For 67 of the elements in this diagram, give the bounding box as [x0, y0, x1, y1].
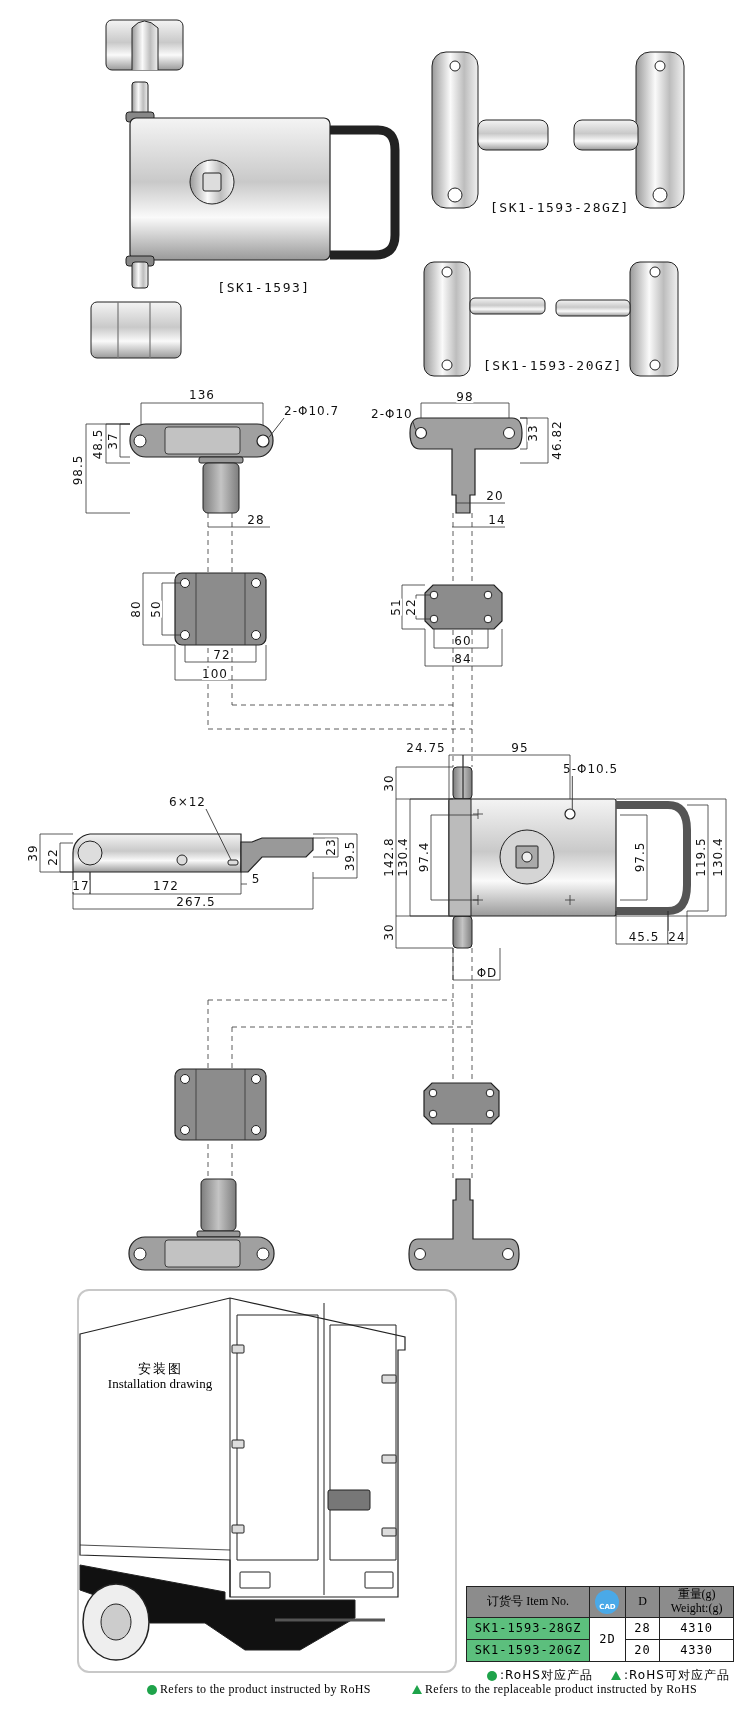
- mounting-hole: [414, 426, 428, 440]
- table-cell: D: [625, 1586, 660, 1618]
- dimension-text: 97.5: [634, 841, 646, 873]
- dimension-text: 72: [213, 649, 231, 661]
- callout-text: 5-Φ10.5: [563, 763, 619, 775]
- legend-text: Refers to the replaceable product instructed by RoHS: [425, 1683, 697, 1695]
- dimension-text: 22: [405, 598, 417, 616]
- slot: [227, 859, 239, 866]
- dimension-text: 60: [454, 635, 472, 647]
- dimension-text: 142.8: [383, 837, 395, 877]
- callout-text: 2-Φ10: [371, 408, 413, 420]
- mounting-hole: [256, 434, 270, 448]
- dimension-text: 95: [511, 742, 529, 754]
- product-caption: [SK1-1593-28GZ]: [490, 200, 630, 214]
- panel-title: 安装图: [136, 1362, 184, 1375]
- dimension-text: 24.75: [406, 742, 446, 754]
- table-cell: 订货号 Item No.: [466, 1586, 590, 1618]
- dimension-text: 30: [383, 923, 395, 941]
- leader-line: [205, 808, 232, 861]
- dimension-text: 97.4: [418, 841, 430, 873]
- dimension-text: ΦD: [476, 967, 498, 979]
- dimension-text: 20: [486, 490, 504, 502]
- leader-line: [268, 417, 285, 438]
- dimension-text: 45.5: [628, 931, 660, 943]
- dimension-text: 24: [668, 931, 686, 943]
- dimension-text: 5: [251, 873, 261, 885]
- dimension-text: 48.5: [92, 428, 104, 460]
- dimension-text: 172: [153, 880, 179, 892]
- table-cell: SK1-1593-20GZ: [466, 1639, 590, 1662]
- table-cell: SK1-1593-28GZ: [466, 1617, 590, 1640]
- callout-text: 6×12: [169, 796, 206, 808]
- dimension-text: 23: [325, 838, 337, 856]
- dimension-text: 80: [130, 600, 142, 618]
- leader-line: [571, 775, 573, 810]
- legend-text: :RoHS对应产品: [500, 1669, 593, 1681]
- dimension-text: 98.5: [72, 454, 84, 486]
- installation-panel: [77, 1289, 457, 1673]
- table-cell: 2D: [589, 1617, 626, 1662]
- table-cell: 重量(g) Weight:(g): [659, 1586, 734, 1618]
- product-caption: [SK1-1593-20GZ]: [483, 358, 623, 372]
- dimension-text: 84: [454, 653, 472, 665]
- dimension-text: 51: [390, 598, 402, 616]
- dimension-text: 37: [107, 432, 119, 450]
- leader-line: [412, 420, 416, 430]
- dimension-text: 33: [527, 424, 539, 442]
- dimension-text: 98: [456, 391, 474, 403]
- dimension-text: 267.5: [176, 896, 216, 908]
- dimension-text: 28: [247, 514, 265, 526]
- product-caption: [SK1-1593]: [217, 280, 311, 294]
- dimension-text: 130.4: [712, 837, 724, 877]
- dimension-text: 22: [47, 848, 59, 866]
- dimension-text: 17: [72, 880, 90, 892]
- dimension-text: 14: [488, 514, 506, 526]
- panel-title: Installation drawing: [106, 1377, 214, 1390]
- dimension-text: 100: [202, 668, 228, 680]
- mounting-hole: [564, 808, 576, 820]
- dimension-text: 46.82: [551, 420, 563, 460]
- legend-text: Refers to the product instructed by RoHS: [160, 1683, 371, 1695]
- dimension-text: 119.5: [695, 837, 707, 877]
- dimension-text: 130.4: [397, 837, 409, 877]
- callout-text: 2-Φ10.7: [284, 405, 340, 417]
- dimension-text: 39: [27, 844, 39, 862]
- dimension-text: 39.5: [344, 840, 356, 872]
- dimension-text: 30: [383, 774, 395, 792]
- dimension-text: 136: [189, 389, 215, 401]
- legend-text: :RoHS可对应产品: [624, 1669, 730, 1681]
- dimension-text: 50: [150, 600, 162, 618]
